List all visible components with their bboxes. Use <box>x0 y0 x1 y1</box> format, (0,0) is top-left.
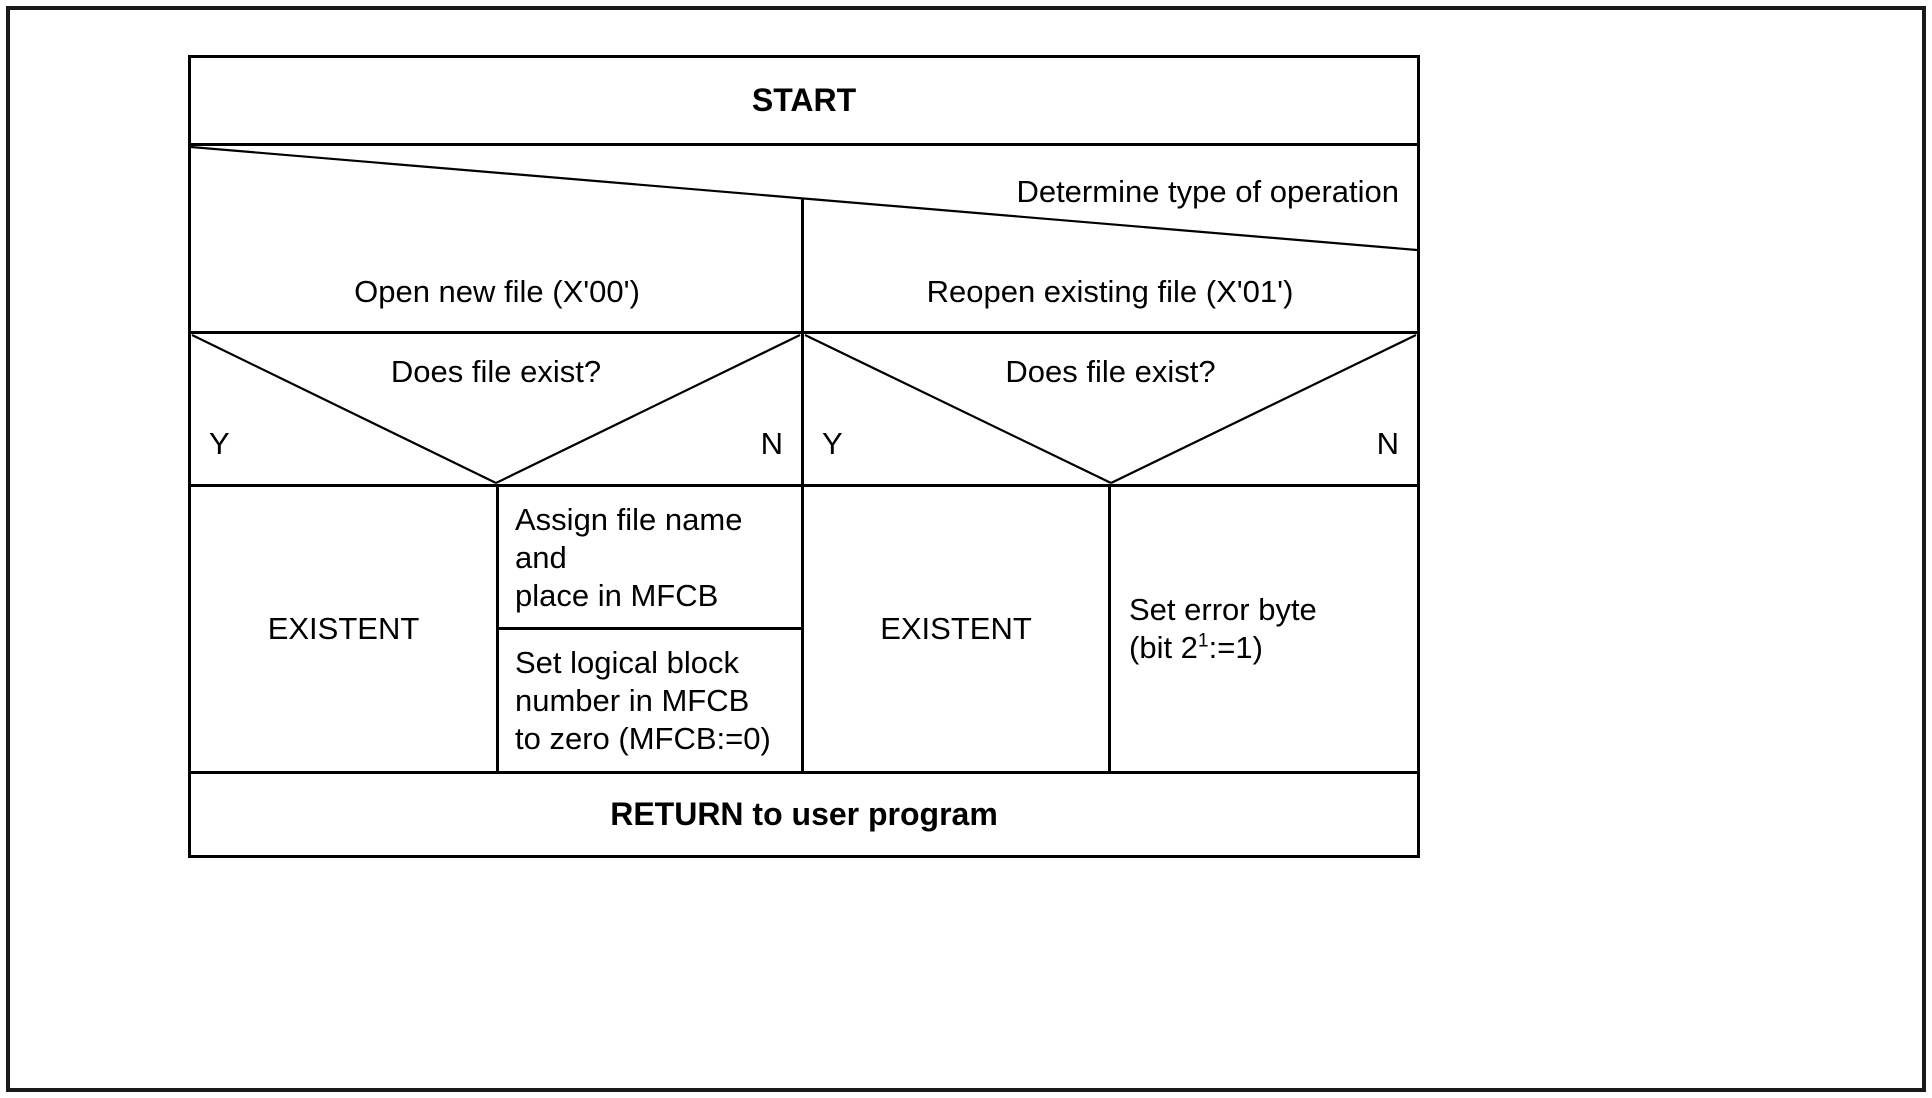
line-3: to zero (MFCB:=0) <box>515 720 771 756</box>
action-set-logical-block-number: Set logical block number in MFCB to zero… <box>499 630 804 774</box>
branch-row-bottom-border <box>191 331 1417 334</box>
branch-label-reopen-existing-file: Reopen existing file (X'01') <box>926 274 1294 309</box>
action-left-existent: EXISTENT <box>191 487 499 774</box>
line-1: Assign file name <box>515 502 743 537</box>
decision-yes-label-left: Y <box>209 426 230 461</box>
action-right-existent: EXISTENT <box>804 487 1111 774</box>
decision-row-bottom-border <box>191 484 1417 487</box>
branch-divider-line <box>801 198 804 334</box>
decision-block-left: Does file exist? Y N <box>191 334 804 484</box>
start-block: START <box>191 58 1417 146</box>
error-byte-prefix: (bit 2 <box>1129 630 1198 665</box>
action-assign-file-name: Assign file name and place in MFCB <box>499 487 804 630</box>
structogram-diagram: START Determine type of operation Open n… <box>188 55 1420 858</box>
line-1: Set error byte <box>1129 592 1317 628</box>
branch-label-open-new-file: Open new file (X'00') <box>354 274 640 309</box>
action-assign-file-name-text: Assign file name and place in MFCB <box>515 501 785 614</box>
decision-yes-label-right: Y <box>822 426 843 461</box>
branch-condition-label: Determine type of operation <box>1016 174 1399 209</box>
line-2: number in MFCB <box>515 682 750 718</box>
error-byte-suffix: :=1) <box>1208 630 1263 665</box>
outer-frame: START Determine type of operation Open n… <box>6 6 1926 1092</box>
return-block: RETURN to user program <box>610 796 998 832</box>
decision-block-right: Does file exist? Y N <box>804 334 1417 484</box>
decision-no-label-right: N <box>1376 426 1399 461</box>
action-set-error-byte-text: Set error byte (bit 21:=1) <box>1129 591 1317 667</box>
error-byte-superscript: 1 <box>1197 630 1209 652</box>
decision-question-right: Does file exist? <box>1005 354 1216 389</box>
line-2: (bit 21:=1) <box>1129 629 1317 667</box>
decision-no-label-left: N <box>760 426 783 461</box>
action-set-error-byte: Set error byte (bit 21:=1) <box>1111 487 1417 774</box>
line-2: and <box>515 539 567 575</box>
decision-question-left: Does file exist? <box>390 354 602 389</box>
action-set-logical-block-number-text: Set logical block number in MFCB to zero… <box>515 644 785 757</box>
line-3: place in MFCB <box>515 577 719 613</box>
line-1: Set logical block <box>515 645 740 680</box>
